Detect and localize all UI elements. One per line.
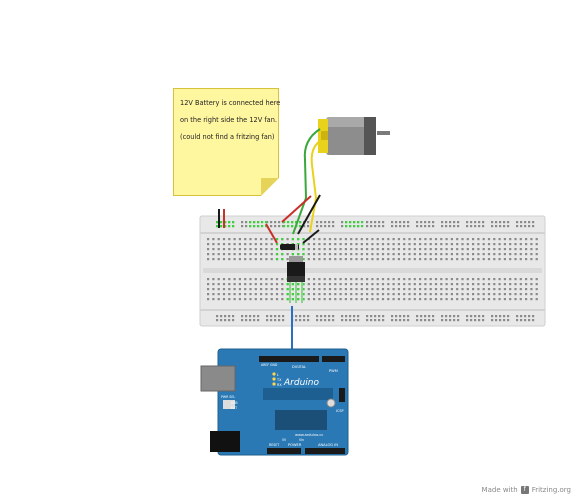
arduino-pwr-sel-label: PWR SEL [221,395,235,399]
arduino-5v-label: 5V [282,438,287,442]
arduino-aref-label: AREF [261,363,269,367]
arduino-gnd-label: GND [270,363,278,367]
wire-motor-yellow [309,140,321,233]
arduino-brand: Arduino [283,378,319,388]
arduino-reset-label: RESET [269,443,279,447]
wire-motor-green [292,128,321,235]
arduino-usb-label: USB [231,401,238,405]
note-corner-fold [261,178,279,196]
wire-red-top [281,195,312,223]
note-line-2: on the right side the 12V fan. [180,116,277,124]
arduino-board: Arduino www.arduino.cc DIGITAL PWM POWER… [200,348,349,456]
arduino-website: www.arduino.cc [295,433,323,437]
dc-motor [318,117,390,155]
diode [280,244,299,250]
wire-black-top [297,194,321,235]
arduino-l-label: L [277,373,279,377]
watermark-made-with: Made with [481,486,518,494]
transistor [287,256,305,303]
watermark-brand: Fritzing.org [531,486,571,494]
arduino-ext-label: EXT [231,406,237,410]
breadboard [199,215,546,327]
watermark: Made with f Fritzing.org [482,486,571,494]
fritzing-logo-icon: f [520,486,529,494]
arduino-tx-label: TX [276,378,282,382]
arduino-icsp-label: ICSP [336,409,344,413]
sticky-note: 12V Battery is connected here on the rig… [173,88,281,196]
arduino-power-label: POWER [288,443,302,447]
wire-red-lower [265,223,278,244]
arduino-rx-label: RX [277,383,282,387]
wires [218,128,321,354]
arduino-digital-label: DIGITAL [292,365,306,369]
arduino-analog-label: ANALOG IN [318,443,338,447]
note-line-1: 12V Battery is connected here [180,99,281,107]
note-line-3: (could not find a fritzing fan) [180,133,275,141]
arduino-pwm-label: PWM [329,369,338,373]
wire-black-lower [302,229,320,244]
arduino-vin-label: Vin [299,438,304,442]
